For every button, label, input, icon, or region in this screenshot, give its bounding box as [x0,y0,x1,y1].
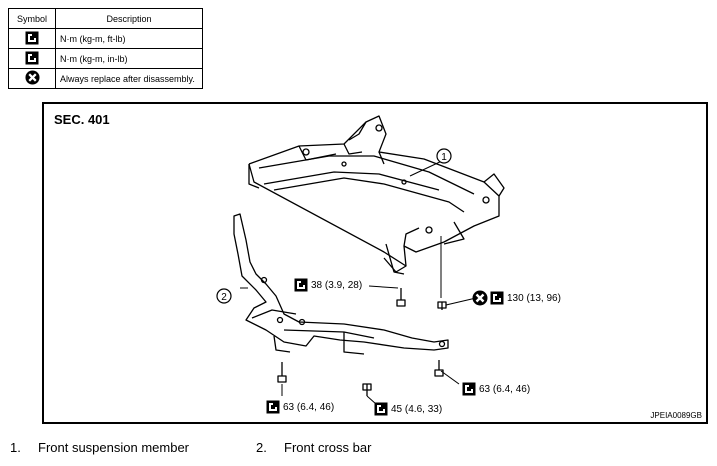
torque-callout-130: 130 (13, 96) [472,290,561,306]
front-suspension-member-drawing [248,115,505,275]
legend-header-symbol: Symbol [8,8,56,29]
front-cross-bar-drawing [233,213,449,355]
bolt-drawings [277,288,447,396]
torque-value: 63 (6.4, 46) [479,383,531,395]
torque-value: 63 (6.4, 46) [283,401,335,413]
reference-code: JPEIA0089GB [650,411,702,420]
torque-value: 38 (3.9, 28) [311,279,363,291]
suspension-diagram: 1 2 [216,115,505,405]
legend-row: N·m (kg-m, in-lb) [8,48,203,69]
part-marker-1: 1 [436,148,452,164]
torque-wrench-small-icon [25,51,39,64]
part-name: Front suspension member [38,440,190,455]
leader-lines [240,159,477,405]
svg-text:2: 2 [221,292,227,303]
torque-callout-45: 45 (4.6, 33) [374,402,442,416]
replace-part-icon [472,290,488,306]
torque-callout-38: 38 (3.9, 28) [294,278,362,292]
diagram-frame: SEC. 401 [42,102,708,424]
torque-value: 45 (4.6, 33) [391,403,443,415]
svg-text:1: 1 [441,152,447,163]
section-label: SEC. 401 [54,112,110,127]
list-item: 1. Front suspension member [10,440,256,455]
torque-wrench-icon [25,31,39,44]
legend-description: Always replace after disassembly. [55,68,203,89]
torque-wrench-icon [266,400,280,414]
torque-wrench-icon [490,291,504,305]
part-name: Front cross bar [284,440,372,455]
legend-description: N·m (kg-m, ft-lb) [55,28,203,49]
part-marker-2: 2 [216,288,232,304]
torque-wrench-icon [374,402,388,416]
torque-callout-63-right: 63 (6.4, 46) [462,382,530,396]
parts-list: 1. Front suspension member 2. Front cros… [10,440,502,455]
torque-value: 130 (13, 96) [507,292,561,304]
symbol-legend-table: Symbol Description N·m (kg-m, ft-lb) N·m… [8,8,203,89]
legend-row: Always replace after disassembly. [8,68,203,89]
torque-wrench-icon [294,278,308,292]
legend-description: N·m (kg-m, in-lb) [55,48,203,69]
torque-callout-63-left: 63 (6.4, 46) [266,400,334,414]
list-item: 2. Front cross bar [256,440,502,455]
replace-part-icon [24,70,40,85]
legend-row: N·m (kg-m, ft-lb) [8,28,203,49]
legend-header-description: Description [55,8,203,29]
part-number: 2. [256,440,267,455]
part-number: 1. [10,440,21,455]
torque-wrench-icon [462,382,476,396]
